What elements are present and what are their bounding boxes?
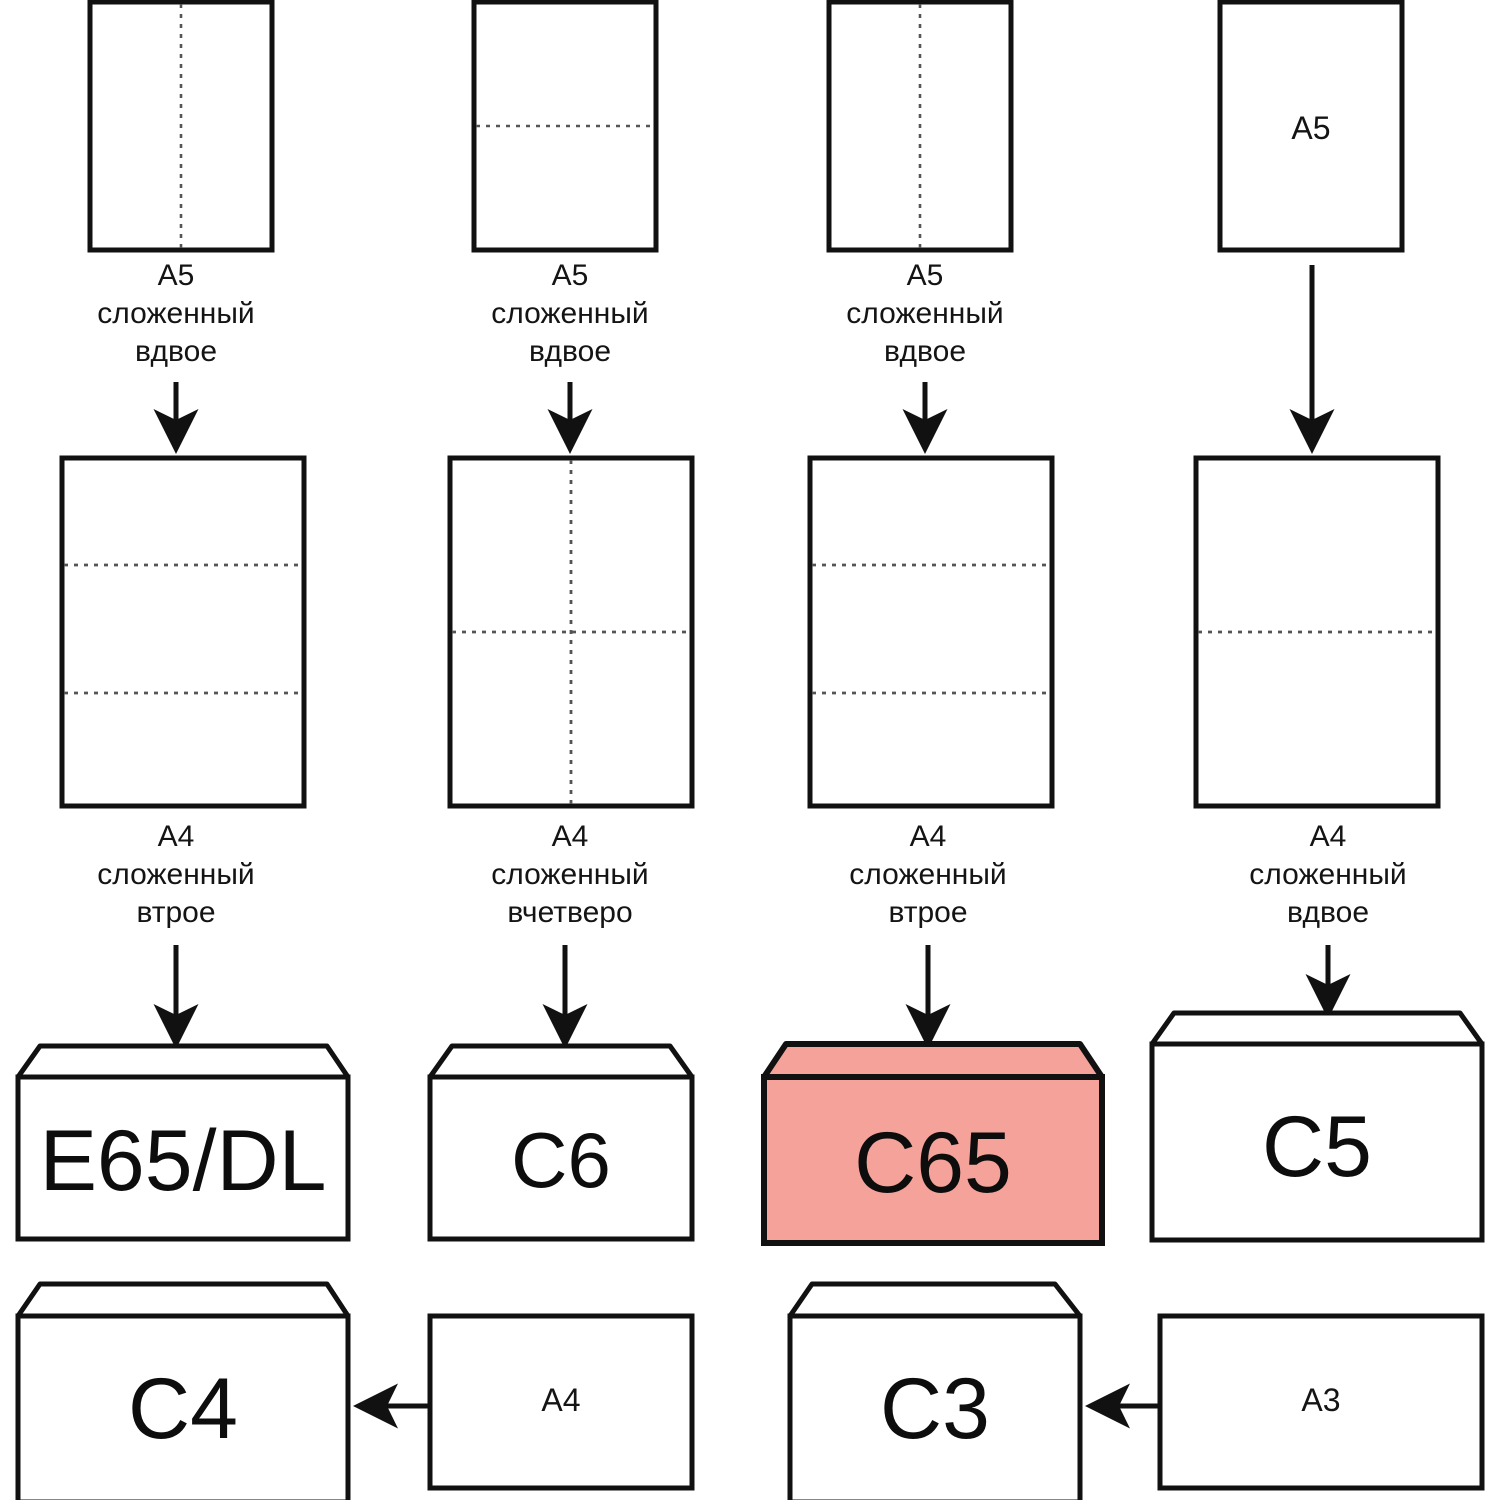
- envelope-c5[interactable]: [1149, 1010, 1485, 1243]
- caption-col4-mid: A4 сложенный вдвое: [1249, 820, 1407, 929]
- envelope-label-c3: C3: [880, 1361, 990, 1457]
- row2-sheet-col2: [447, 455, 695, 809]
- row1-sheet-col4: [1217, 0, 1405, 253]
- envelope-label-c65: C65: [854, 1115, 1012, 1211]
- envelope-c4[interactable]: [15, 1281, 351, 1500]
- sheet-label-a3-bottom: A3: [1301, 1382, 1341, 1418]
- sheet-a3-bottom: [1157, 1313, 1485, 1491]
- row1-sheet-col2: [471, 0, 659, 253]
- envelope-c65[interactable]: [761, 1041, 1105, 1246]
- envelope-label-c6: C6: [511, 1116, 611, 1204]
- caption-col3-top: A5 сложенный вдвое: [846, 259, 1004, 368]
- caption-col2-top: A5 сложенный вдвое: [491, 259, 649, 368]
- caption-col1-top: A5 сложенный вдвое: [97, 259, 255, 368]
- caption-col3-mid: A4 сложенный втрое: [849, 820, 1007, 929]
- envelope-label-c4: C4: [128, 1361, 238, 1457]
- row1-sheet-col1: [87, 0, 275, 253]
- row1-sheet-col3: [826, 0, 1014, 253]
- envelope-label-e65dl: E65/DL: [39, 1113, 327, 1209]
- envelope-c3[interactable]: [787, 1281, 1083, 1500]
- row2-sheet-col4: [1193, 455, 1441, 809]
- sheet-a4-bottom: [427, 1313, 695, 1491]
- sheet-label-a4-bottom: A4: [541, 1382, 581, 1418]
- row2-sheet-col1: [59, 455, 307, 809]
- envelope-label-c5: C5: [1262, 1099, 1372, 1195]
- row2-sheet-col3: [807, 455, 1055, 809]
- sheet-label-a5-col4: A5: [1291, 110, 1331, 146]
- caption-col1-mid: A4 сложенный втрое: [97, 820, 255, 929]
- envelope-e65dl[interactable]: [15, 1043, 351, 1242]
- caption-col2-mid: A4 сложенный вчетверо: [491, 820, 649, 929]
- envelope-c6[interactable]: [427, 1043, 695, 1242]
